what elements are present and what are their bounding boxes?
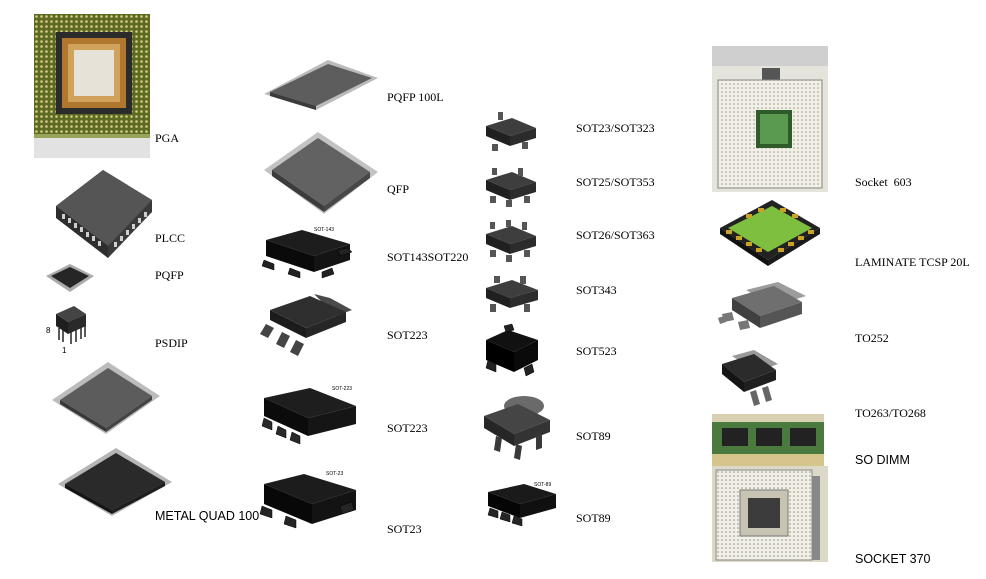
to263-label: TO263/TO268	[855, 406, 926, 420]
sot143-package: SOT-143	[260, 222, 356, 284]
sot23-323-package	[482, 110, 542, 156]
sot89-b-label: SOT89	[576, 511, 611, 525]
sot23-label: SOT23	[387, 522, 422, 536]
pqfp100l-package	[262, 56, 380, 112]
socket603-label: Socket 603	[855, 175, 912, 189]
sot89-a-label: SOT89	[576, 429, 611, 443]
to252-package	[716, 282, 810, 338]
sot26-363-package	[482, 218, 542, 266]
psdip-label: PSDIP	[155, 336, 188, 350]
qfp-large-package	[50, 360, 162, 436]
psdip-pin8-label: 8	[46, 326, 51, 335]
laminate-package	[716, 198, 824, 270]
socket370-package	[712, 466, 828, 562]
psdip-pin1-label: 1	[62, 346, 67, 355]
sot26-363-label: SOT26/SOT363	[576, 228, 655, 242]
sot523-label: SOT523	[576, 344, 617, 358]
sot143-marking: SOT-143	[314, 227, 334, 233]
sodimm-package	[712, 414, 824, 466]
plcc-label: PLCC	[155, 231, 186, 245]
sot523-package	[482, 323, 542, 382]
pqfp-package	[44, 262, 96, 296]
pqfp-label: PQFP	[155, 268, 184, 282]
sot223-a-label: SOT223	[387, 328, 428, 342]
metal-quad-label: METAL QUAD 100	[155, 509, 260, 523]
sot143-label: SOT143SOT220	[387, 250, 469, 264]
qfp-package	[262, 130, 380, 216]
to252-label: TO252	[855, 331, 889, 345]
laminate-label: LAMINATE TCSP 20L	[855, 255, 970, 269]
sot343-label: SOT343	[576, 283, 617, 297]
pqfp100l-label: PQFP 100L	[387, 90, 444, 104]
qfp-label: QFP	[387, 182, 410, 196]
psdip-package: 8 1	[44, 300, 94, 358]
sot25-353-package	[482, 164, 542, 210]
sot223-b-label: SOT223	[387, 421, 428, 435]
sot23-marking: SOT-23	[326, 471, 343, 477]
pga-label: PGA	[155, 131, 180, 145]
sot223-b-package: SOT-223	[258, 380, 358, 452]
sot89-b-package: SOT-89	[484, 478, 558, 528]
to263-package	[716, 350, 782, 410]
socket603-package	[712, 46, 828, 192]
sot25-353-label: SOT25/SOT353	[576, 175, 655, 189]
sodimm-label: SO DIMM	[855, 453, 910, 467]
socket370-label: SOCKET 370	[855, 552, 931, 566]
metal-quad-package	[56, 446, 174, 518]
sot223-a-package	[258, 290, 354, 364]
pga-package	[34, 14, 150, 158]
sot23-package: SOT-23	[259, 466, 358, 542]
sot23-323-label: SOT23/SOT323	[576, 121, 655, 135]
sot89-marking: SOT-89	[534, 482, 551, 488]
sot89-a-package	[480, 392, 554, 464]
sot343-package	[482, 272, 544, 320]
sot223-marking: SOT-223	[332, 386, 352, 392]
plcc-package	[48, 166, 158, 262]
